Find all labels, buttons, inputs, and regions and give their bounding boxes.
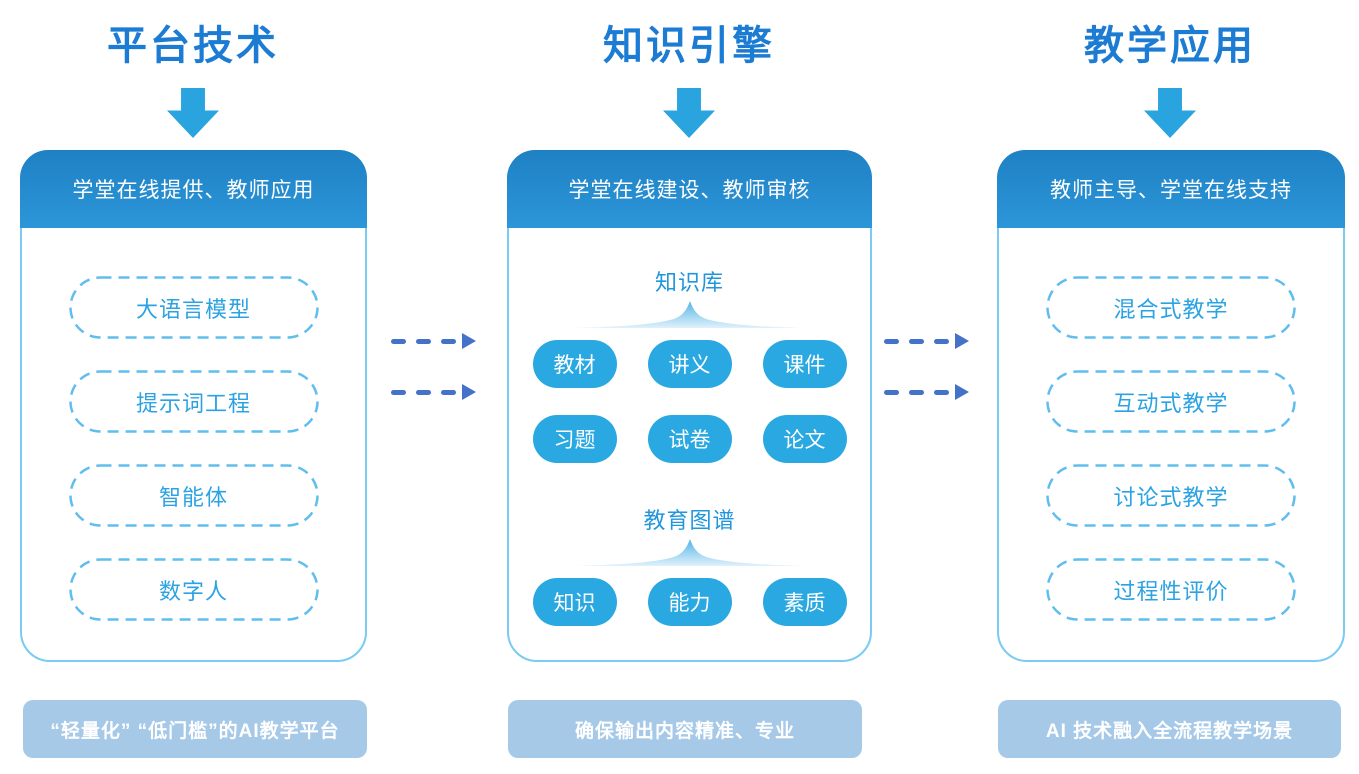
dashed-border-icon (68, 276, 319, 339)
section-label-education-graph: 教育图谱 (643, 508, 736, 533)
pill-label: 互动式教学 (1113, 390, 1229, 416)
pill-label: 混合式教学 (1113, 296, 1229, 322)
dashed-arrow-icon (884, 333, 969, 349)
down-arrow-icon (1144, 88, 1196, 138)
dashed-arrow-icon (391, 384, 476, 400)
dashed-arrow-icon (391, 333, 476, 349)
knowledge-base-row-2: 习题 试卷 论文 (532, 415, 847, 463)
column-title-platform-tech: 平台技术 (107, 24, 279, 68)
pill-quality: 素质 (762, 578, 847, 626)
pill-textbook: 教材 (532, 340, 617, 388)
pill-label: 大语言模型 (135, 296, 251, 322)
pill-knowledge: 知识 (532, 578, 617, 626)
dashed-arrow-icon (884, 384, 969, 400)
pill-courseware: 课件 (762, 340, 847, 388)
dashed-border-icon (1046, 558, 1296, 621)
pill-ability: 能力 (647, 578, 732, 626)
teaching-banner: AI 技术融入全流程教学场景 (998, 700, 1341, 758)
platform-banner: “轻量化” “低门槛”的AI教学平台 (23, 700, 367, 758)
pill-exam-papers: 试卷 (647, 415, 732, 463)
pill-label: 提示词工程 (135, 390, 251, 416)
pill-discussion-teaching: 讨论式教学 (1046, 464, 1296, 527)
pill-agent: 智能体 (68, 464, 319, 527)
pill-label: 过程性评价 (1113, 578, 1229, 604)
dashed-border-icon (68, 370, 319, 433)
platform-tech-card: 学堂在线提供、教师应用 大语言模型 提示词工程 智能体 数字人 (20, 150, 367, 662)
dashed-border-icon (68, 464, 319, 527)
card-header-platform: 学堂在线提供、教师应用 (20, 150, 367, 228)
pill-label: 数字人 (158, 578, 228, 604)
card-body-teaching: 混合式教学 互动式教学 讨论式教学 过程性评价 (999, 228, 1343, 621)
knowledge-banner: 确保输出内容精准、专业 (508, 700, 862, 758)
brace-icon (575, 301, 804, 328)
knowledge-base-row-1: 教材 讲义 课件 (532, 340, 847, 388)
teaching-application-card: 教师主导、学堂在线支持 混合式教学 互动式教学 讨论式教学 过程性评价 (997, 150, 1345, 662)
knowledge-engine-card: 学堂在线建设、教师审核 知识库 教材 讲义 课件 习题 试卷 论文 教育图谱 (507, 150, 872, 662)
pill-label: 智能体 (158, 484, 228, 510)
dashed-border-icon (68, 558, 319, 621)
dashed-border-icon (1046, 276, 1296, 339)
brace-icon (575, 539, 804, 566)
pill-digital-human: 数字人 (68, 558, 319, 621)
column-title-knowledge-engine: 知识引擎 (603, 24, 775, 68)
pill-large-language-model: 大语言模型 (68, 276, 319, 339)
card-header-knowledge: 学堂在线建设、教师审核 (507, 150, 872, 228)
pill-label: 讨论式教学 (1113, 484, 1229, 510)
down-arrow-icon (167, 88, 219, 138)
pill-lecture-notes: 讲义 (647, 340, 732, 388)
down-arrow-icon (663, 88, 715, 138)
column-title-teaching-application: 教学应用 (1084, 24, 1256, 68)
pill-exercises: 习题 (532, 415, 617, 463)
card-body-platform: 大语言模型 提示词工程 智能体 数字人 (22, 228, 365, 621)
pill-blended-teaching: 混合式教学 (1046, 276, 1296, 339)
section-label-knowledge-base: 知识库 (654, 270, 724, 295)
pill-process-evaluation: 过程性评价 (1046, 558, 1296, 621)
pill-papers: 论文 (762, 415, 847, 463)
card-header-teaching: 教师主导、学堂在线支持 (997, 150, 1345, 228)
card-body-knowledge: 知识库 教材 讲义 课件 习题 试卷 论文 教育图谱 (509, 228, 870, 626)
dashed-border-icon (1046, 370, 1296, 433)
education-graph-row: 知识 能力 素质 (532, 578, 847, 626)
pill-prompt-engineering: 提示词工程 (68, 370, 319, 433)
pill-interactive-teaching: 互动式教学 (1046, 370, 1296, 433)
dashed-border-icon (1046, 464, 1296, 527)
